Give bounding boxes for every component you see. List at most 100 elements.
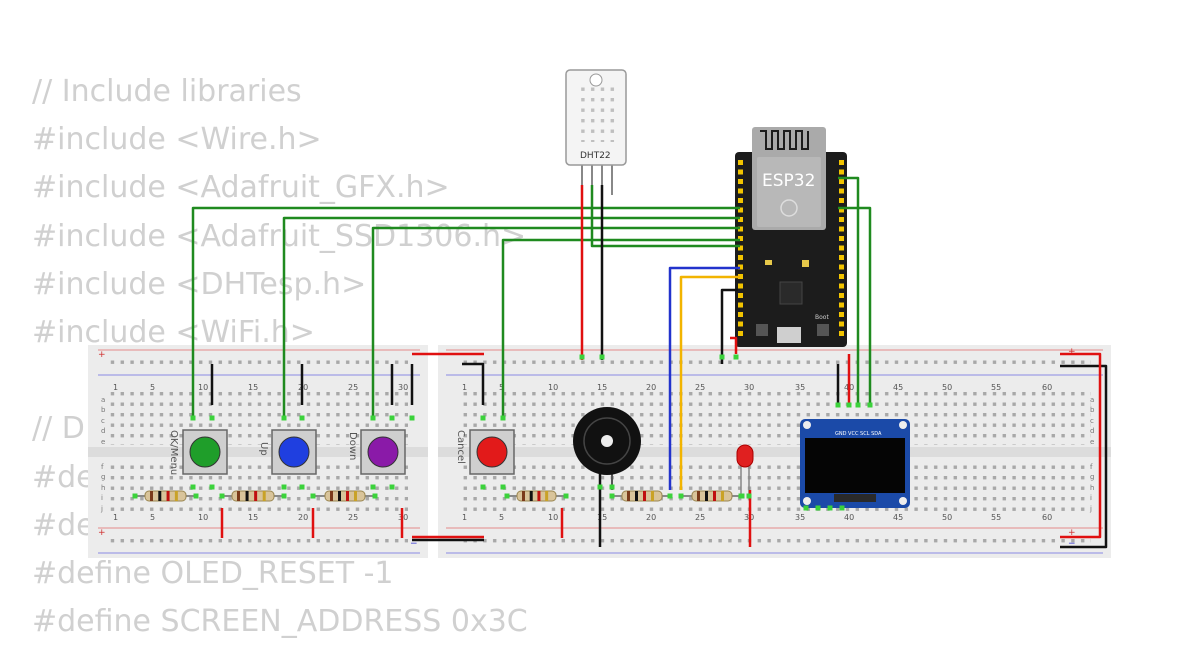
connection-dot [370,484,376,490]
esp32-pin [738,198,743,203]
esp32-pin [738,207,743,213]
resistor-band [150,491,153,501]
esp32-pin [738,188,743,194]
connection-dot [209,415,215,421]
connection-dot [803,505,809,511]
ok-menu-cap[interactable] [189,436,221,468]
resistor-band [522,491,525,501]
connection-dot [500,415,506,421]
connection-dot [299,484,305,490]
resistor-band [237,491,240,501]
resistor-band [635,491,638,501]
rail-plus-left-top: + [98,350,106,360]
connection-dot [370,415,376,421]
esp32-pin [839,283,844,289]
col-label: 10 [198,513,208,522]
circuit-diagram: + + + + − − 1 5 10 15 20 25 30 1 5 10 15… [88,69,1111,558]
col-label: 5 [150,513,155,522]
esp32-pin [839,207,844,213]
resistor-band [697,491,700,501]
col-label: 55 [991,383,1001,392]
col-label: 10 [198,383,208,392]
up-cap[interactable] [278,436,310,468]
connection-dot [563,493,569,499]
row-label: i [101,494,103,502]
connection-dot [835,402,841,408]
row-label: g [101,473,105,481]
code-background: // Include libraries#include <Wire.h>#in… [32,68,528,646]
resistor-band [338,491,341,501]
esp32-pin [839,198,844,203]
connection-dot [193,493,199,499]
rail-minus-right: − [1068,539,1076,549]
wire-green [838,176,860,405]
code-line: #define OLED_RESET -1 [32,555,394,591]
ok-menu-label: OK/Menu [168,430,179,475]
row-label: i [1090,494,1092,502]
code-line: // D [32,411,85,447]
connection-dot [597,484,603,490]
col-label: 1 [462,383,467,392]
rail-minus-left: − [410,539,418,549]
down-cap[interactable] [367,436,399,468]
connection-dots [132,354,873,511]
row-label: h [101,484,105,492]
row-label: e [1090,438,1094,446]
wire-black [462,362,485,405]
esp32-pin [839,264,844,270]
connection-dot [132,493,138,499]
ok-menu-button[interactable]: OK/Menu [168,429,228,475]
connection-dot [190,484,196,490]
col-label: 5 [150,383,155,392]
resistor-band [174,491,178,501]
col-label: 1 [113,383,118,392]
up-label: Up [258,442,269,456]
connection-dot [281,484,287,490]
wires [191,176,1108,549]
wire-red [1060,352,1102,539]
connection-dot [667,493,673,499]
connection-dot [389,415,395,421]
resistor-band [166,491,170,501]
cancel-button[interactable]: Cancel [455,429,515,475]
col-label: 25 [695,383,705,392]
code-line: #include <Adafruit_GFX.h> [32,170,450,206]
connection-dot [389,484,395,490]
connection-dot [609,493,615,499]
connection-dot [209,484,215,490]
esp32-pin [839,179,844,184]
esp32-pin [839,302,844,308]
esp32-pin [738,217,743,222]
connection-dot [480,484,486,490]
row-label: a [1090,396,1094,404]
resistor-band [262,491,266,501]
connection-dot [815,505,821,511]
col-label: 5 [499,383,504,392]
connection-dot [409,415,415,421]
col-label: 45 [893,513,903,522]
connection-dot [480,415,486,421]
wire-green [590,185,740,248]
resistors [135,490,742,502]
row-label: j [1089,505,1092,513]
wire-green [282,216,740,418]
resistor-band [721,491,724,501]
connection-dot [281,415,287,421]
down-button[interactable]: Down [347,429,406,475]
connection-dot [839,505,845,511]
esp32-pin [839,274,844,279]
connection-dot [733,354,739,360]
wire-red [730,336,738,354]
col-label: 25 [695,513,705,522]
up-button[interactable]: Up [258,429,317,475]
resistor-band [254,491,258,501]
boot-label: Boot [815,314,829,321]
connection-dot [219,493,225,499]
code-line: #include <WiFi.h> [32,314,315,350]
resistor-band [545,491,549,501]
connection-dot [500,484,506,490]
col-label: 10 [548,513,558,522]
cancel-cap[interactable] [476,436,508,468]
esp32-pin [839,312,844,317]
